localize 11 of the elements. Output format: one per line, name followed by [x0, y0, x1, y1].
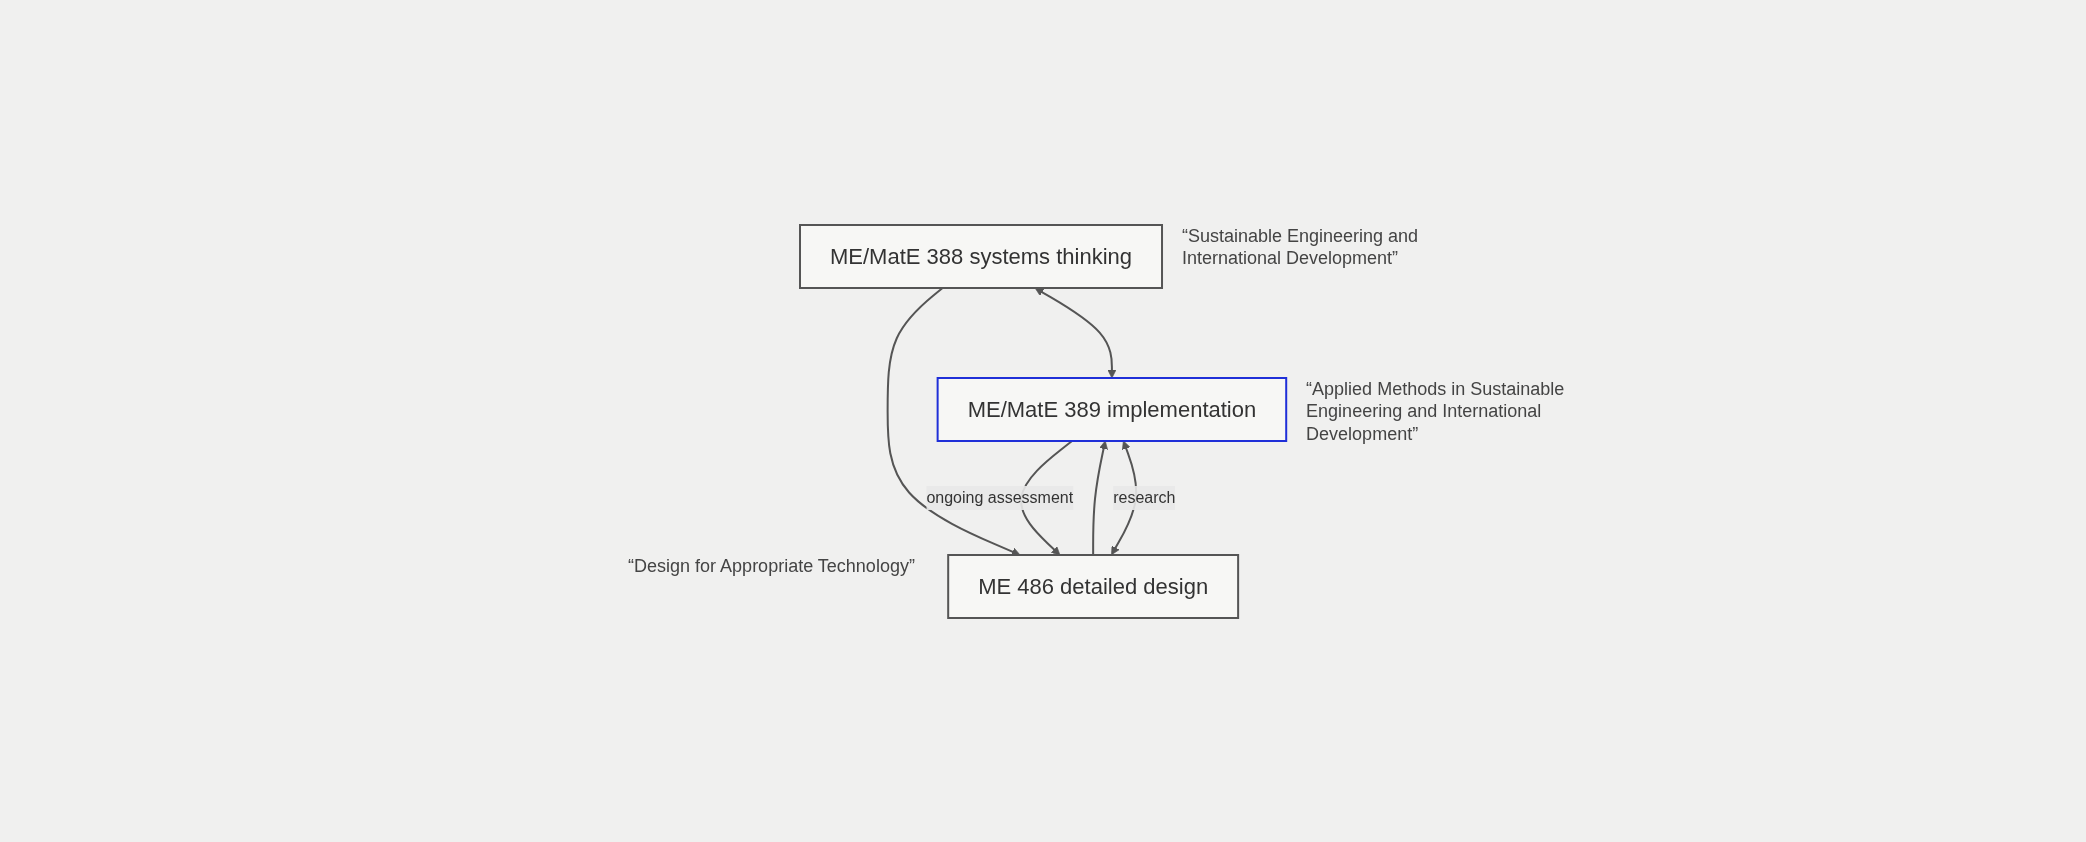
node-box: ME/MatE 388 systems thinking	[798, 223, 1163, 289]
node-box: ME/MatE 389 implementation	[936, 376, 1288, 442]
course-title-note: “Applied Methods in Sustainable Engineering and International Development”	[1306, 377, 1566, 445]
arrow	[1034, 287, 1117, 378]
arrow	[1092, 440, 1108, 556]
edge-label: research	[1113, 488, 1176, 506]
arrow	[886, 286, 1021, 556]
edge-label: ongoing assessment	[926, 488, 1074, 506]
node-box: ME 486 detailed design	[947, 553, 1239, 619]
course-title-note: “Design for Appropriate Technology”	[628, 554, 916, 577]
course-title-note: “Sustainable Engineering and International Development”	[1181, 224, 1420, 270]
